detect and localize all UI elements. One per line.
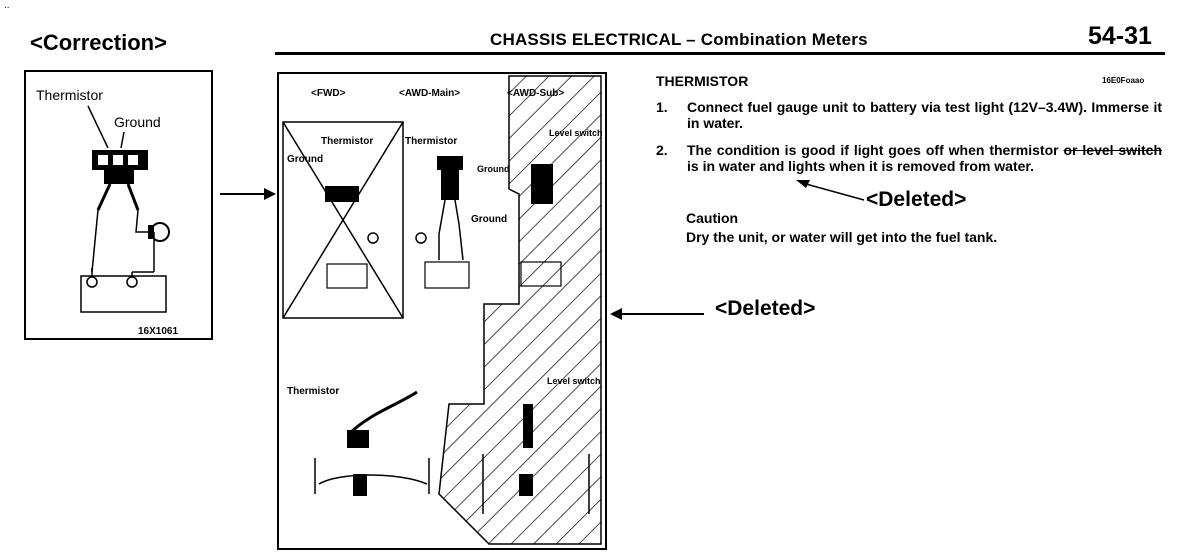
main-figure: <FWD> <AWD-Main> <AWD-Sub> Thermistor Gr… [277,72,607,550]
awd-sub-label: <AWD-Sub> [507,88,564,99]
figure-code: 16X1061 [138,326,178,337]
battery-icon [80,275,167,313]
step-2-text-b: is in water and lights when it is remove… [687,158,1034,174]
page-number: 54-31 [1088,22,1152,50]
sub-level-switch-label: Level switch [549,128,603,138]
arrow-diagonal-icon [796,180,865,201]
correction-heading: <Correction> [30,30,167,55]
tank-level-switch-label: Level switch [547,376,601,386]
awd-ground-label: Ground [471,214,507,225]
ground-label: Ground [114,114,161,130]
fwd-thermistor-label: Thermistor [321,136,373,147]
arrow-right-icon [220,188,276,200]
thermistor-label: Thermistor [36,87,103,103]
corner-mark: .. [4,0,10,11]
fwd-connector-icon [325,186,359,202]
step-2-text-a: The condition is good if light goes off … [687,142,1059,158]
sub-ground-label: Ground [477,164,510,174]
step-2-number: 2. [656,142,668,158]
caution-title: Caution [686,210,739,226]
section-title: THERMISTOR [656,73,749,89]
awd-battery-icon [424,261,470,289]
step-2: 2. The condition is good if light goes o… [656,142,1164,192]
step-1-number: 1. [656,99,668,115]
step-2-text: The condition is good if light goes off … [687,142,1162,174]
step-2-struck-text: or level switch [1063,142,1162,158]
main-diagram: <FWD> <AWD-Main> <AWD-Sub> Thermistor Gr… [282,75,603,545]
awd-connector-icon [437,156,463,170]
fwd-ground-label: Ground [287,154,323,165]
deleted-hatch-area [438,75,602,545]
tank-thermistor-label: Thermistor [287,386,339,397]
page-title: CHASSIS ELECTRICAL – Combination Meters [490,30,868,49]
awd-main-label: <AWD-Main> [399,88,460,99]
step-1: 1. Connect fuel gauge unit to battery vi… [656,99,1164,133]
correction-diagram: Thermistor Ground 16X1061 [36,87,178,337]
deleted-annotation-2: <Deleted> [715,297,816,320]
step-1-text: Connect fuel gauge unit to battery via t… [687,99,1162,131]
awd-thermistor-label: Thermistor [405,136,457,147]
correction-figure: Thermistor Ground 16X1061 [24,70,213,340]
header-rule [275,52,1165,55]
deleted-annotation-1: <Deleted> [866,188,967,211]
arrow-left-icon [610,308,704,320]
fwd-label: <FWD> [311,88,346,99]
section-code: 16E0Foaao [1102,76,1145,85]
caution-text: Dry the unit, or water will get into the… [686,229,998,245]
